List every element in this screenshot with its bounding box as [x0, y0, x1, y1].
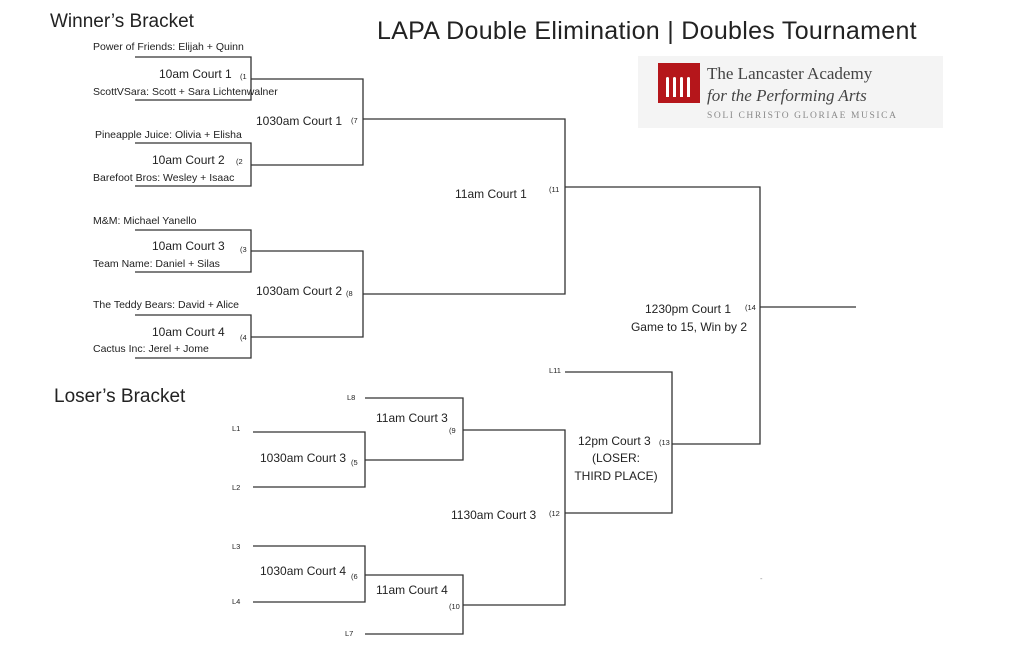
seed-11: (11: [549, 185, 560, 194]
logo-name-line1: The Lancaster Academy: [707, 64, 873, 83]
page-title: LAPA Double Elimination | Doubles Tourna…: [377, 17, 917, 45]
seed-9: (9: [449, 426, 456, 435]
match-label-3: 10am Court 3: [152, 239, 225, 253]
match-label-12: 1130am Court 3: [451, 508, 537, 522]
match-label-13: 12pm Court 3: [578, 434, 651, 448]
seed-14: (14: [745, 303, 756, 312]
match-label-4: 10am Court 4: [152, 325, 225, 339]
loser-slot-l3: L3: [232, 542, 241, 551]
bracket-match-13: [565, 371, 673, 514]
match-label-8: 1030am Court 2: [256, 284, 343, 298]
logo-name-line2: for the Performing Arts: [707, 86, 867, 105]
bracket-match-12: [463, 429, 566, 606]
team-team-name: Team Name: Daniel + Silas: [93, 258, 220, 270]
team-scottvsara: ScottVSara: Scott + Sara Lichtenwalner: [93, 86, 278, 98]
seed-13: (13: [659, 438, 670, 447]
bracket-match-7: [251, 78, 364, 166]
stray-tick-mark: -: [760, 574, 763, 583]
winners-bracket-heading: Winner’s Bracket: [50, 11, 194, 32]
loser-slot-l8: L8: [347, 393, 356, 402]
bracket-match-6: [253, 545, 366, 603]
match-label-9: 11am Court 3: [376, 411, 448, 425]
seed-3: (3: [240, 245, 247, 254]
match-label-11: 11am Court 1: [455, 187, 527, 201]
seed-12: (12: [549, 509, 560, 518]
seed-1: (1: [240, 72, 247, 81]
match-label-7: 1030am Court 1: [256, 114, 343, 128]
losers-bracket-heading: Loser’s Bracket: [54, 386, 186, 407]
bracket-match-14: [565, 186, 761, 445]
seed-4: (4: [240, 333, 247, 342]
match-label-10: 11am Court 4: [376, 583, 448, 597]
team-cactus-inc: Cactus Inc: Jerel + Jome: [93, 343, 209, 355]
school-logo: The Lancaster Academy for the Performing…: [638, 56, 943, 128]
seed-5: (5: [351, 458, 358, 467]
team-power-of-friends: Power of Friends: Elijah + Quinn: [93, 41, 244, 53]
match-label-1: 10am Court 1: [159, 67, 232, 81]
seed-7: (7: [351, 116, 358, 125]
loser-slot-l2: L2: [232, 483, 241, 492]
logo-motto: SOLI CHRISTO GLORIAE MUSICA: [707, 111, 898, 121]
team-pineapple-juice: Pineapple Juice: Olivia + Elisha: [95, 129, 242, 141]
seed-10: (10: [449, 602, 460, 611]
team-m-and-m: M&M: Michael Yanello: [93, 215, 197, 227]
match-label-final: 1230pm Court 1: [644, 302, 732, 316]
match-note-13-line2: THIRD PLACE): [574, 469, 658, 483]
loser-slot-l11: L11: [549, 366, 561, 375]
logo-emblem-icon: [658, 63, 700, 103]
seed-2: (2: [236, 157, 243, 166]
loser-slot-l4: L4: [232, 597, 241, 606]
match-label-6: 1030am Court 4: [260, 564, 347, 578]
bracket-match-9: [365, 397, 464, 461]
loser-slot-l7: L7: [345, 629, 354, 638]
seed-6: (6: [351, 572, 358, 581]
seed-8: (8: [346, 289, 353, 298]
match-label-2: 10am Court 2: [152, 153, 225, 167]
match-note-13-line1: (LOSER:: [591, 451, 640, 465]
match-rule-final: Game to 15, Win by 2: [630, 320, 748, 334]
match-label-5: 1030am Court 3: [260, 451, 347, 465]
team-barefoot-bros: Barefoot Bros: Wesley + Isaac: [93, 172, 235, 184]
loser-slot-l1: L1: [232, 424, 241, 433]
bracket-match-11: [363, 118, 566, 295]
team-teddy-bears: The Teddy Bears: David + Alice: [93, 299, 240, 311]
